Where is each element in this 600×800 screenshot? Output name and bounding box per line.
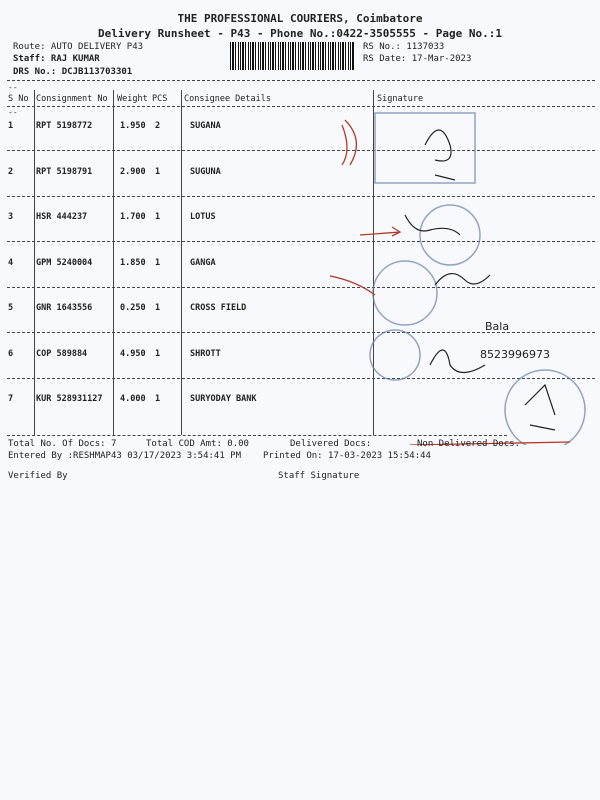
cell-consignee: SURYODAY BANK [190, 394, 257, 404]
col-sno: S No [8, 94, 29, 104]
handwritten-phone: 8523996973 [480, 348, 550, 361]
row-divider [7, 332, 595, 333]
total-cod: Total COD Amt: 0.00 [146, 439, 249, 449]
cell-pcs: 1 [155, 348, 161, 359]
column-line [373, 90, 374, 435]
verified-by: Verified By [8, 471, 68, 481]
row-divider [7, 195, 595, 197]
cell-cn: RPT 5198772 [36, 121, 93, 131]
cell-pcs: 1 [155, 303, 161, 313]
col-signature: Signature [377, 94, 424, 104]
dash-mark: -- [8, 108, 18, 117]
cell-weight: 0.250 [120, 303, 146, 313]
cell-sno: 2 [8, 166, 14, 177]
cell-cn: KUR 528931127 [36, 394, 103, 404]
cell-pcs: 1 [155, 257, 161, 268]
staff: Staff: RAJ KUMAR [13, 54, 100, 64]
cell-sno: 1 [8, 121, 14, 131]
cell-consignee: GANGA [190, 257, 216, 268]
printed-on: Printed On: 17-03-2023 15:54:44 [263, 451, 431, 461]
column-line [113, 90, 114, 435]
cell-sno: 6 [8, 348, 14, 359]
cell-weight: 1.850 [120, 257, 146, 268]
staff-signature: Staff Signature [278, 471, 360, 481]
barcode [230, 42, 355, 70]
delivered-docs: Delivered Docs: [290, 439, 372, 449]
non-delivered-docs: Non Delivered Docs. [417, 439, 520, 449]
col-consignment: Consignment No [36, 94, 108, 104]
runsheet-subtitle: Delivery Runsheet - P43 - Phone No.:0422… [98, 27, 502, 40]
company-title: THE PROFESSIONAL COURIERS, Coimbatore [177, 12, 423, 25]
row-divider [7, 286, 595, 288]
cell-weight: 4.950 [120, 348, 146, 359]
entered-by: Entered By :RESHMAP43 03/17/2023 3:54:41… [8, 451, 241, 461]
row-divider [7, 377, 595, 379]
cell-weight: 1.950 [120, 121, 146, 131]
cell-consignee: LOTUS [190, 212, 216, 222]
cell-consignee: SUGUNA [190, 166, 221, 177]
cell-cn: COP 589884 [36, 348, 88, 359]
cell-cn: HSR 444237 [36, 212, 88, 222]
cell-pcs: 2 [155, 121, 161, 131]
column-line [181, 90, 182, 435]
cell-pcs: 1 [155, 394, 161, 404]
cell-pcs: 1 [155, 212, 161, 222]
cell-sno: 3 [8, 212, 14, 222]
total-docs: Total No. Of Docs: 7 [8, 439, 117, 449]
divider [7, 80, 595, 81]
cell-sno: 5 [8, 303, 14, 313]
divider [7, 106, 595, 107]
cell-cn: GNR 1643556 [36, 303, 93, 313]
signatures-and-stamps: Bala 8523996973 [330, 112, 586, 445]
cell-weight: 1.700 [120, 212, 146, 222]
cell-consignee: SUGANA [190, 121, 221, 131]
cell-consignee: SHROTT [190, 348, 221, 359]
cell-consignee: CROSS FIELD [190, 303, 247, 313]
column-line [34, 90, 35, 435]
cell-sno: 7 [8, 394, 14, 404]
col-pcs: PCS [152, 94, 168, 104]
cell-pcs: 1 [155, 166, 161, 177]
row-divider [7, 150, 595, 151]
divider [7, 435, 507, 436]
col-consignee: Consignee Details [184, 94, 271, 104]
cell-cn: RPT 5198791 [36, 166, 93, 177]
cell-sno: 4 [8, 257, 14, 268]
row-divider [7, 241, 595, 242]
route: Route: AUTO DELIVERY P43 [13, 42, 144, 52]
dash-mark: -- [8, 83, 18, 92]
handwritten-name: Bala [485, 320, 509, 333]
col-weight: Weight [117, 94, 148, 104]
rs-date: RS Date: 17-Mar-2023 [363, 54, 472, 64]
rs-number: RS No.: 1137033 [363, 42, 445, 52]
cell-cn: GPM 5240004 [36, 257, 93, 268]
cell-weight: 2.900 [120, 166, 146, 177]
drs-number: DRS No.: DCJB113703301 [13, 67, 133, 77]
cell-weight: 4.000 [120, 394, 146, 404]
